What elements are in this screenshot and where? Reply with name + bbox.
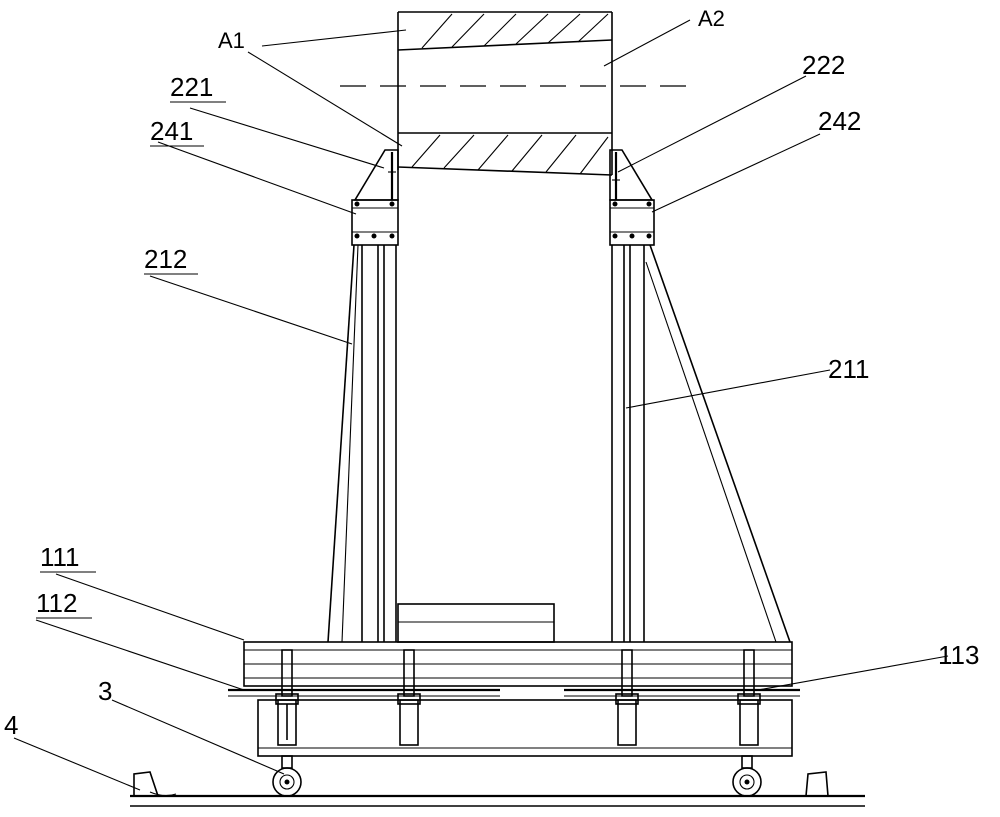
wheels <box>273 756 761 796</box>
label-212: 212 <box>144 244 187 274</box>
label-112: 112 <box>36 588 77 618</box>
label-A1: A1 <box>218 28 245 53</box>
label-underlines <box>36 102 226 618</box>
label-221: 221 <box>170 72 213 102</box>
label-4: 4 <box>4 710 18 740</box>
wheel-left <box>273 756 301 796</box>
label-3: 3 <box>98 676 112 706</box>
right-column <box>610 150 790 642</box>
label-241: 241 <box>150 116 193 146</box>
label-A2: A2 <box>698 6 725 31</box>
label-222: 222 <box>802 50 845 80</box>
label-111: 111 <box>40 542 80 572</box>
left-column <box>328 150 398 642</box>
center-block <box>398 604 554 642</box>
label-211: 211 <box>828 354 869 384</box>
label-113: 113 <box>938 640 979 670</box>
upper-wall-hatch <box>422 14 608 48</box>
base-platform <box>228 642 800 756</box>
reference-labels: A1 A2 221 241 222 242 212 211 111 112 11… <box>4 6 979 740</box>
label-242: 242 <box>818 106 861 136</box>
rail-track <box>130 772 865 806</box>
wheel-right <box>733 756 761 796</box>
